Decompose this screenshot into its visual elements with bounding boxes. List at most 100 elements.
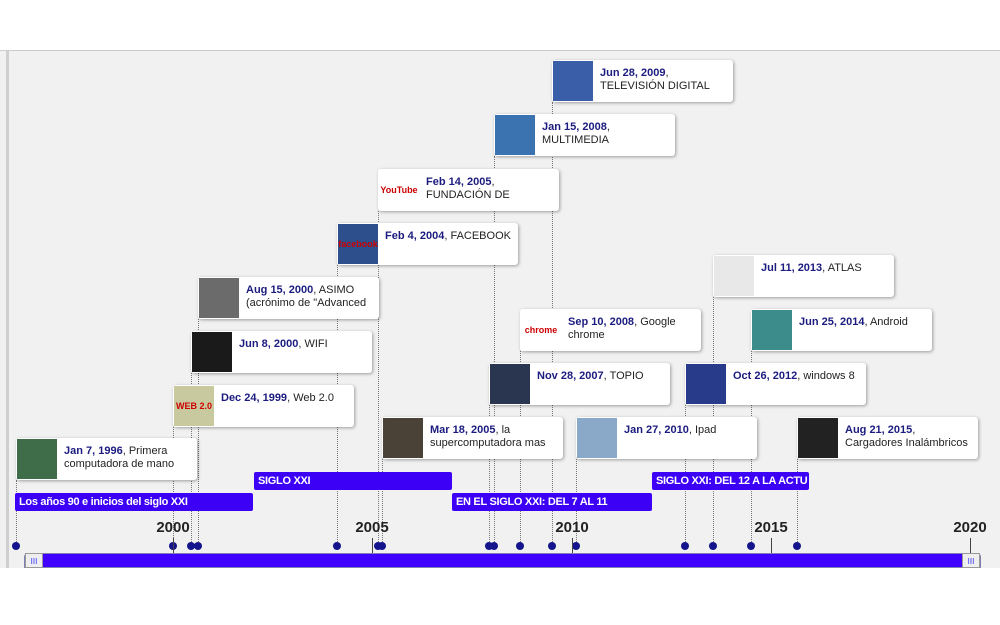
event-text: Jun 8, 2000, WIFI [239, 338, 368, 351]
year-label: 2015 [754, 519, 788, 536]
event-date[interactable]: Jun 28, 2009 [600, 67, 666, 79]
slider-left-handle[interactable]: III [25, 553, 43, 568]
year-tick [970, 538, 971, 553]
event-thumbnail [553, 61, 593, 101]
event-title: Ipad [694, 424, 717, 436]
event-card[interactable]: Mar 18, 2005, la supercomputadora mas [382, 417, 563, 459]
event-text: Jan 27, 2010, Ipad [624, 424, 753, 437]
event-date[interactable]: Aug 21, 2015 [845, 424, 913, 436]
event-date[interactable]: Jun 25, 2014 [799, 316, 865, 328]
event-text: Aug 21, 2015, Cargadores Inalámbricos [845, 424, 974, 450]
comma: , [287, 392, 294, 404]
event-date[interactable]: Oct 26, 2012 [733, 370, 798, 382]
left-border [6, 50, 9, 568]
event-title: FACEBOOK [450, 230, 511, 242]
event-date[interactable]: Feb 4, 2004 [385, 230, 445, 242]
comma: , [603, 370, 610, 382]
event-date[interactable]: Sep 10, 2008 [568, 316, 635, 328]
event-thumbnail [495, 115, 535, 155]
event-date[interactable]: Jun 8, 2000 [239, 338, 299, 350]
year-tick [173, 538, 174, 553]
event-card[interactable]: Jan 7, 1996, Primera computadora de mano [16, 438, 197, 480]
event-text: Nov 28, 2007, TOPIO [537, 370, 666, 383]
event-text: Jun 28, 2009, TELEVISIÓN DIGITAL [600, 67, 729, 93]
event-card[interactable]: Jan 27, 2010, Ipad [576, 417, 757, 459]
slider-right-handle[interactable]: III [962, 553, 980, 568]
comma: , [491, 176, 495, 188]
event-text: Jun 25, 2014, Android [799, 316, 928, 329]
era-band[interactable]: SIGLO XXI: DEL 12 A LA ACTU [652, 472, 809, 490]
event-marker[interactable] [548, 542, 556, 550]
event-date[interactable]: Nov 28, 2007 [537, 370, 604, 382]
event-title: Android [869, 316, 908, 328]
event-marker[interactable] [572, 542, 580, 550]
event-title: TOPIO [609, 370, 644, 382]
event-line [16, 480, 17, 546]
year-label: 2005 [355, 519, 389, 536]
comma: , [688, 424, 695, 436]
event-marker[interactable] [12, 542, 20, 550]
event-date[interactable]: Mar 18, 2005 [430, 424, 496, 436]
year-tick [771, 538, 772, 553]
event-card[interactable]: Aug 15, 2000, ASIMO (acrónimo de "Advanc… [198, 277, 379, 319]
event-marker[interactable] [681, 542, 689, 550]
event-card[interactable]: Jan 15, 2008, MULTIMEDIA [494, 114, 675, 156]
event-thumbnail [798, 418, 838, 458]
event-date[interactable]: Jan 27, 2010 [624, 424, 689, 436]
event-marker[interactable] [485, 542, 493, 550]
event-text: Aug 15, 2000, ASIMO (acrónimo de "Advanc… [246, 284, 375, 310]
event-title: Google chrome [568, 316, 676, 341]
event-marker[interactable] [747, 542, 755, 550]
event-marker[interactable] [194, 542, 202, 550]
event-line [797, 459, 798, 546]
event-marker[interactable] [333, 542, 341, 550]
comma: , [864, 316, 870, 328]
event-card[interactable]: Jun 8, 2000, WIFI [191, 331, 372, 373]
event-text: Sep 10, 2008, Google chrome [568, 316, 697, 342]
event-thumbnail [17, 439, 57, 479]
event-title: la supercomputadora mas [430, 424, 546, 449]
event-text: Feb 14, 2005, FUNDACIÓN DE [426, 176, 555, 202]
event-marker[interactable] [516, 542, 524, 550]
event-title: ASIMO (acrónimo de "Advanced [246, 284, 367, 309]
era-band[interactable]: Los años 90 e inicios del siglo XXI [15, 493, 253, 511]
event-card[interactable]: Jun 28, 2009, TELEVISIÓN DIGITAL [552, 60, 733, 102]
event-card[interactable]: Aug 21, 2015, Cargadores Inalámbricos [797, 417, 978, 459]
event-line [198, 319, 199, 546]
comma: , [912, 424, 916, 436]
event-marker[interactable] [378, 542, 386, 550]
event-title: TELEVISIÓN DIGITAL [600, 80, 710, 92]
era-band[interactable]: EN EL SIGLO XXI: DEL 7 AL 11 [452, 493, 652, 511]
event-title: MULTIMEDIA [542, 134, 610, 146]
event-date[interactable]: Jan 7, 1996 [64, 445, 123, 457]
comma: , [444, 230, 451, 242]
event-date[interactable]: Aug 15, 2000 [246, 284, 314, 296]
year-tick [372, 538, 373, 553]
event-date[interactable]: Dec 24, 1999 [221, 392, 288, 404]
year-label: 2000 [156, 519, 190, 536]
event-marker[interactable] [709, 542, 717, 550]
timeline-navigator-slider[interactable] [24, 553, 981, 568]
event-marker[interactable] [490, 542, 498, 550]
event-marker[interactable] [793, 542, 801, 550]
event-card[interactable]: Jul 11, 2013, ATLAS [713, 255, 894, 297]
comma: , [665, 67, 669, 79]
event-date[interactable]: Jul 11, 2013 [761, 262, 823, 274]
event-thumbnail [199, 278, 239, 318]
event-date[interactable]: Feb 14, 2005 [426, 176, 492, 188]
event-card[interactable]: Jun 25, 2014, Android [751, 309, 932, 351]
comma: , [298, 338, 305, 350]
event-title: windows 8 [803, 370, 855, 382]
event-date[interactable]: Jan 15, 2008 [542, 121, 607, 133]
event-title: Web 2.0 [293, 392, 334, 404]
comma: , [797, 370, 804, 382]
event-card[interactable]: Oct 26, 2012, windows 8 [685, 363, 866, 405]
event-title: ATLAS [827, 262, 862, 274]
event-card[interactable]: Nov 28, 2007, TOPIO [489, 363, 670, 405]
era-band[interactable]: SIGLO XXI [254, 472, 452, 490]
event-marker[interactable] [187, 542, 195, 550]
